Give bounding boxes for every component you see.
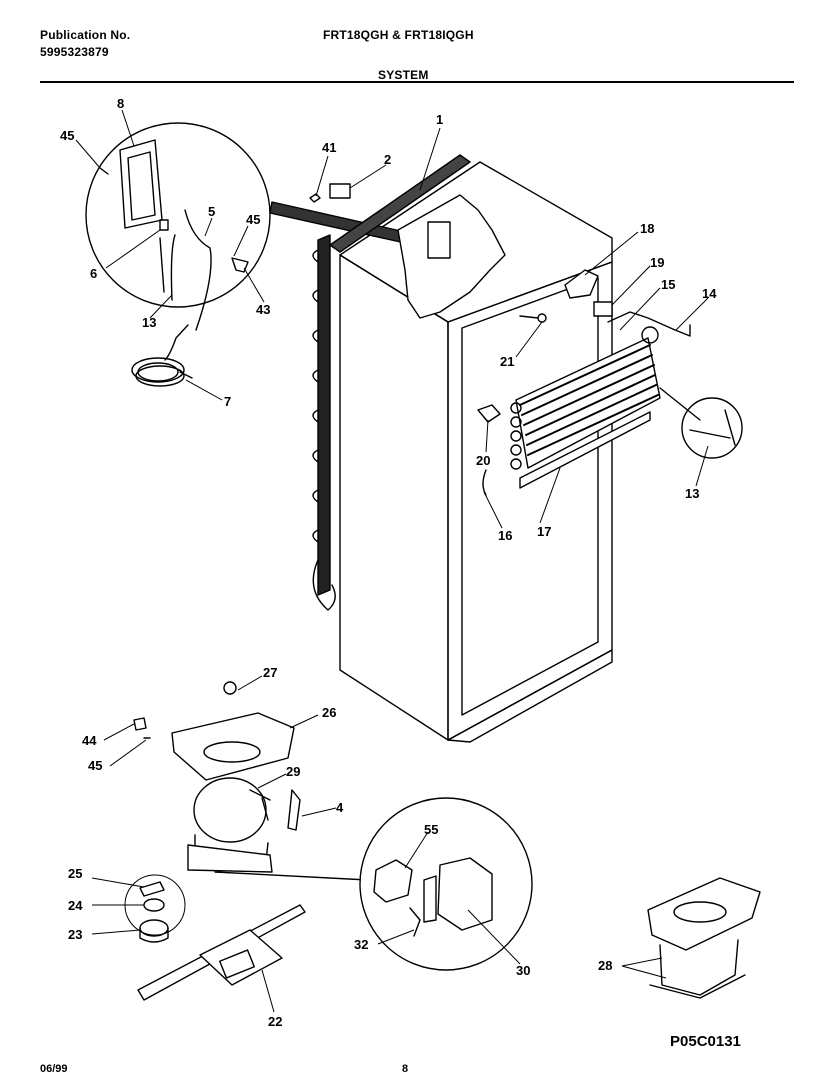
- doc-reference: P05C0131: [670, 1033, 741, 1050]
- callout-30: 30: [516, 963, 530, 978]
- callout-43: 43: [256, 302, 270, 317]
- part-4: [287, 789, 301, 831]
- callout-22: 22: [268, 1014, 282, 1029]
- screw-41: [309, 193, 321, 203]
- upper-left-detail: [85, 122, 271, 331]
- bracket-2: [329, 183, 351, 199]
- callout-45-lower: 45: [88, 758, 102, 773]
- callout-45-right: 45: [246, 212, 260, 227]
- callout-45-upper: 45: [60, 128, 74, 143]
- compressor-29: [187, 777, 273, 873]
- callout-18: 18: [640, 221, 654, 236]
- callout-25: 25: [68, 866, 82, 881]
- callout-27: 27: [263, 665, 277, 680]
- bracket-44: [133, 717, 147, 731]
- bracket-19: [593, 301, 613, 317]
- callout-8: 8: [117, 96, 124, 111]
- callout-24: 24: [68, 898, 83, 913]
- callout-15: 15: [661, 277, 675, 292]
- callout-5: 5: [208, 204, 215, 219]
- callout-21: 21: [500, 354, 514, 369]
- thermostat-20: [477, 404, 501, 423]
- callout-13-left: 13: [142, 315, 156, 330]
- callout-26: 26: [322, 705, 336, 720]
- refrigerator-cabinet: [339, 161, 613, 743]
- part-16: [482, 469, 487, 496]
- clip-18: [564, 269, 599, 299]
- callout-20: 20: [476, 453, 490, 468]
- callout-14: 14: [702, 286, 717, 301]
- compressor-assembly-28: [647, 877, 761, 999]
- relay-detail: [359, 797, 533, 971]
- evaporator-shroud: [397, 194, 506, 319]
- callout-2: 2: [384, 152, 391, 167]
- shroud-plate: [427, 221, 451, 259]
- callout-32: 32: [354, 937, 368, 952]
- footer-date: 06/99: [40, 1063, 68, 1075]
- base-rail-22: [137, 904, 306, 1001]
- callout-1: 1: [436, 112, 443, 127]
- power-cord-7: [131, 324, 193, 387]
- callout-55: 55: [424, 822, 438, 837]
- callout-44: 44: [82, 733, 97, 748]
- callout-13-right: 13: [685, 486, 699, 501]
- detail-circle-13: [681, 397, 743, 459]
- callout-28: 28: [598, 958, 612, 973]
- footer-page-number: 8: [402, 1063, 409, 1075]
- section-title: SYSTEM: [378, 68, 429, 82]
- callout-19: 19: [650, 255, 664, 270]
- sensor-21: [519, 315, 539, 319]
- callout-6: 6: [90, 266, 97, 281]
- publication-number: 5995323879: [40, 45, 109, 59]
- callout-41: 41: [322, 140, 336, 155]
- model-title: FRT18QGH & FRT18IQGH: [323, 28, 474, 42]
- callout-4: 4: [336, 800, 344, 815]
- callout-23: 23: [68, 927, 82, 942]
- publication-label: Publication No.: [40, 28, 131, 42]
- callout-16: 16: [498, 528, 512, 543]
- evaporator-assembly: [510, 311, 691, 489]
- callout-17: 17: [537, 524, 551, 539]
- header-rule: [40, 81, 794, 83]
- callout-7: 7: [224, 394, 231, 409]
- condenser-coil: [269, 154, 471, 611]
- callout-29: 29: [286, 764, 300, 779]
- drain-pan-26: [171, 681, 295, 781]
